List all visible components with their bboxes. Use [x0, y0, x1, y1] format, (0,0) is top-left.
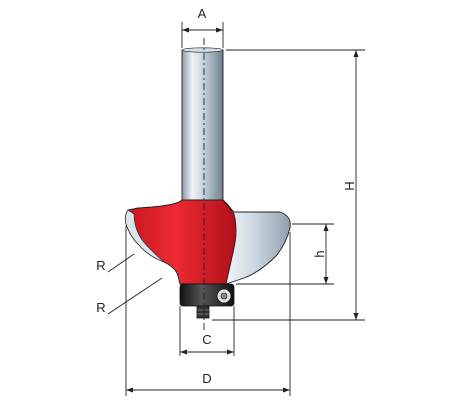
dimension-a: A: [181, 6, 224, 48]
label-c: C: [202, 332, 211, 347]
label-r-lower: R: [96, 300, 105, 315]
dimension-d: D: [125, 226, 291, 396]
label-h: h: [312, 250, 327, 257]
dimension-h: h: [236, 223, 334, 285]
dimension-H: H: [212, 49, 365, 321]
label-a: A: [198, 6, 207, 21]
label-r-upper: R: [96, 258, 105, 273]
cutter-left-edge: [125, 209, 165, 263]
shank-top: [181, 47, 224, 53]
radius-lower: R: [96, 277, 163, 315]
shank: [181, 49, 224, 209]
cutter-blade: [222, 199, 291, 285]
bearing-screw: [196, 305, 210, 319]
label-d: D: [202, 371, 211, 386]
label-H: H: [342, 181, 357, 190]
radius-upper: R: [96, 253, 135, 273]
dimension-c: C: [179, 306, 235, 356]
